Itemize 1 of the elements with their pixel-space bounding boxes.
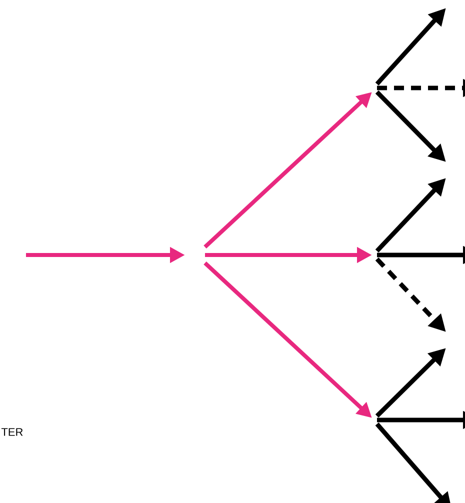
note-text: TER bbox=[1, 428, 23, 436]
